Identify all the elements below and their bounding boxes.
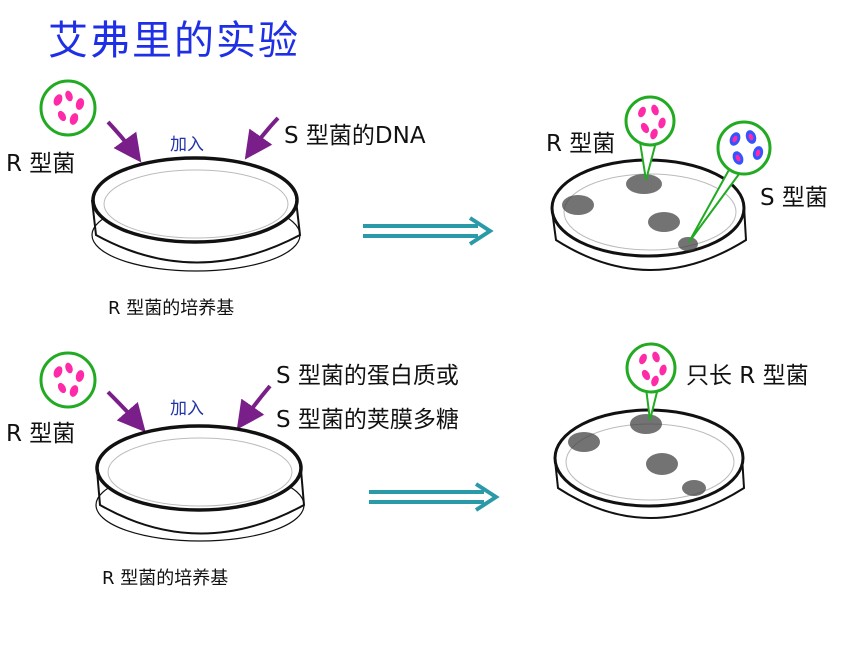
r-bacteria-bubble-1 [39, 79, 97, 137]
r-bacteria-bubble-2 [39, 351, 97, 409]
result-dish-1 [550, 158, 748, 271]
added-substance-line1-2: S 型菌的蛋白质或 [276, 363, 459, 389]
medium-label-2: R 型菌的培养基 [102, 568, 229, 589]
result-arrow-2 [369, 482, 500, 512]
add-arrow-left-2 [106, 390, 146, 433]
colony [646, 453, 678, 475]
added-substance-line2-2: S 型菌的荚膜多糖 [276, 407, 459, 433]
result-r-bubble-2 [625, 342, 677, 421]
r-bacteria-label-2: R 型菌 [6, 421, 76, 447]
colony [568, 432, 600, 452]
r-bacteria-label-1: R 型菌 [6, 151, 76, 177]
colony [678, 237, 698, 251]
petri-dish-2 [95, 424, 306, 542]
colony [682, 480, 706, 496]
result-arrow-1 [363, 216, 494, 246]
added-label-2: 加入 [170, 399, 204, 419]
result-s-bubble-1 [688, 120, 772, 243]
result-r-label-1: R 型菌 [546, 131, 616, 157]
colony [648, 212, 680, 232]
add-arrow-right-2 [236, 384, 272, 430]
colony [626, 174, 662, 194]
colony [562, 195, 594, 215]
add-arrow-right-1 [244, 116, 280, 160]
petri-dish-1 [91, 156, 302, 272]
add-arrow-left-1 [106, 120, 142, 163]
added-substance-label-1: S 型菌的DNA [284, 123, 426, 149]
result-dish-2 [553, 408, 746, 519]
result-r-bubble-1 [624, 95, 676, 181]
added-label-1: 加入 [170, 135, 204, 155]
result-s-label-1: S 型菌 [760, 185, 828, 211]
colony [630, 414, 662, 434]
page-title: 艾弗里的实验 [48, 18, 300, 64]
result-label-2: 只长 R 型菌 [686, 363, 809, 389]
medium-label-1: R 型菌的培养基 [108, 298, 235, 319]
